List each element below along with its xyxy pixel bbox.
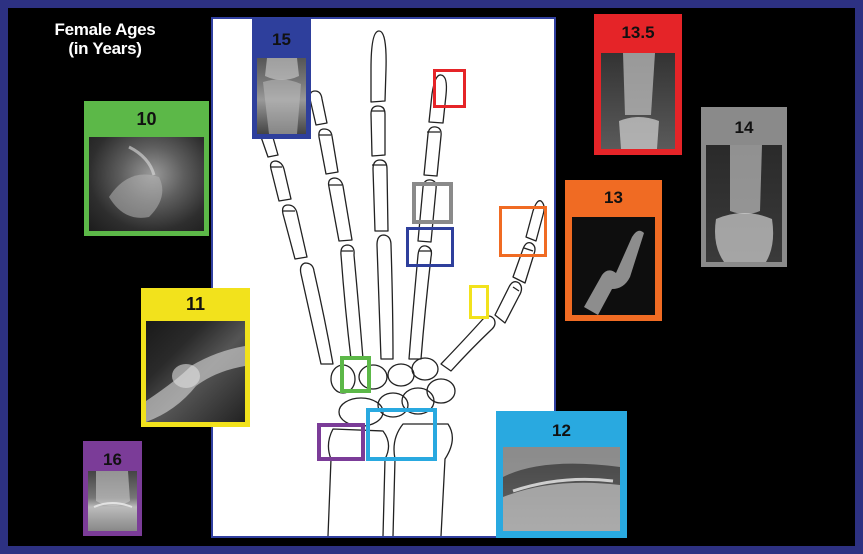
panel-age-12: 12 <box>496 411 627 538</box>
xray-image-age-14 <box>706 145 782 262</box>
title-line-2: (in Years) <box>30 39 180 58</box>
marker-age-14 <box>412 182 453 224</box>
panel-age-11-label: 11 <box>141 294 250 315</box>
panel-age-14-label: 14 <box>701 118 787 138</box>
panel-age-13-label: 13 <box>565 188 662 208</box>
panel-age-16-label: 16 <box>83 450 142 470</box>
panel-age-13-5-label: 13.5 <box>594 23 682 43</box>
xray-image-age-13-5 <box>601 53 675 149</box>
panel-age-14: 14 <box>701 107 787 267</box>
xray-image-age-16 <box>88 471 137 531</box>
marker-age-11 <box>469 285 489 319</box>
panel-age-12-label: 12 <box>496 421 627 441</box>
xray-image-age-15 <box>257 58 306 134</box>
xray-image-age-10 <box>89 137 204 231</box>
marker-age-13-5 <box>433 69 466 108</box>
panel-age-15: 15 <box>252 18 311 139</box>
xray-image-age-13 <box>572 217 655 315</box>
panel-age-13-5: 13.5 <box>594 14 682 155</box>
panel-age-15-label: 15 <box>252 30 311 50</box>
marker-age-12 <box>366 408 437 461</box>
panel-age-10: 10 <box>84 101 209 236</box>
marker-age-16 <box>317 423 365 461</box>
title-line-1: Female Ages <box>30 20 180 39</box>
marker-age-15 <box>406 227 454 267</box>
marker-age-13 <box>499 206 547 257</box>
figure-title: Female Ages (in Years) <box>30 20 180 58</box>
panel-age-10-label: 10 <box>84 109 209 130</box>
xray-image-age-11 <box>146 321 245 422</box>
panel-age-13: 13 <box>565 180 662 321</box>
marker-age-10 <box>340 356 371 393</box>
panel-age-11: 11 <box>141 288 250 427</box>
panel-age-16: 16 <box>83 441 142 536</box>
xray-image-age-12 <box>503 447 620 531</box>
